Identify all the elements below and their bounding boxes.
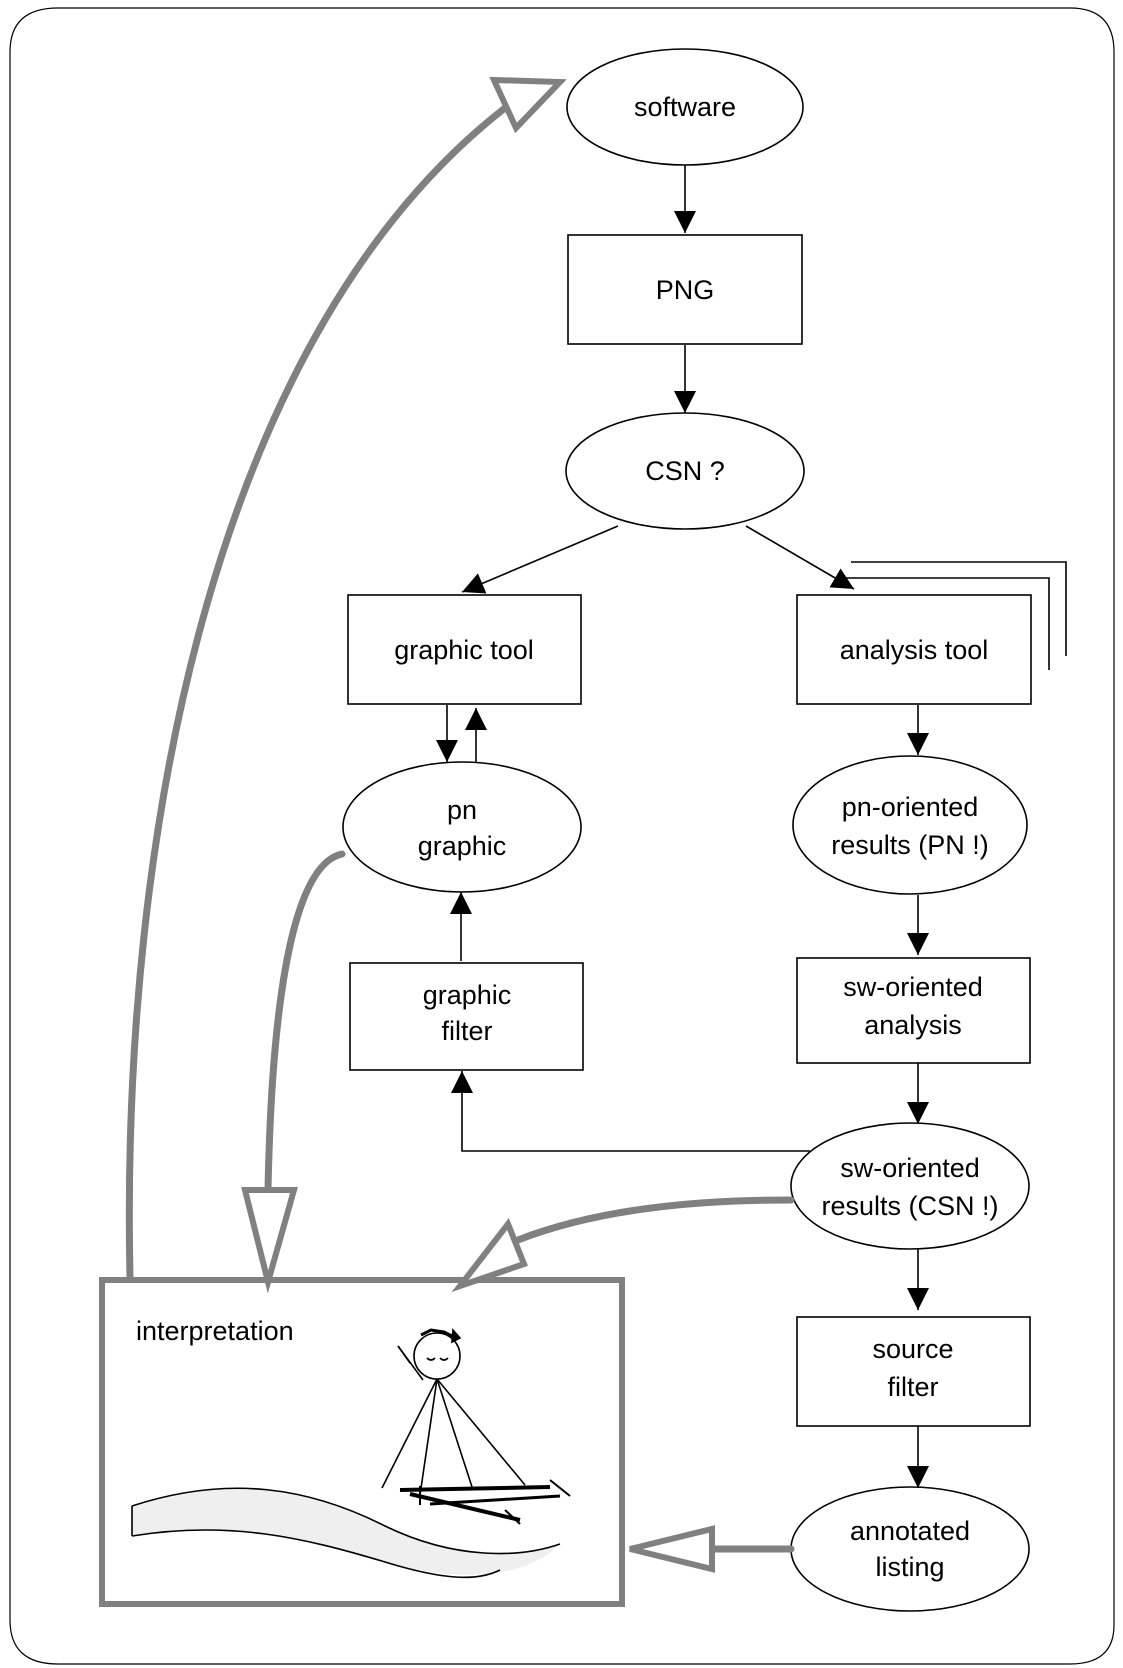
node-png-label: PNG bbox=[656, 275, 715, 305]
node-interpretation-label: interpretation bbox=[136, 1316, 294, 1346]
feedback-software-arrowhead bbox=[489, 76, 567, 134]
node-interpretation: interpretation bbox=[99, 1277, 625, 1607]
node-pn-graphic-line-1: pn bbox=[447, 795, 477, 825]
node-sw-oriented-results-line-1: sw-oriented bbox=[840, 1153, 980, 1183]
node-source-filter-line-2: filter bbox=[887, 1372, 938, 1402]
node-graphic-filter-line-1: graphic bbox=[423, 980, 512, 1010]
stick-figure-illustration bbox=[381, 1328, 571, 1525]
feedback-sw-results-to-interpretation bbox=[514, 1196, 795, 1244]
feedback-interpretation-to-software bbox=[125, 104, 509, 1282]
node-pn-oriented-results-line-1: pn-oriented bbox=[842, 792, 979, 822]
analysis-tool-stack-back bbox=[851, 561, 1067, 656]
arrow-csn-to-analysis-tool bbox=[745, 525, 855, 590]
feedback-listing-arrowhead bbox=[629, 1525, 715, 1573]
node-software-label: software bbox=[634, 92, 736, 122]
node-sw-oriented-results: sw-oriented results (CSN !) bbox=[790, 1122, 1030, 1250]
node-annotated-listing: annotated listing bbox=[790, 1486, 1030, 1612]
connectors bbox=[436, 164, 929, 1488]
node-source-filter-line-1: source bbox=[872, 1334, 953, 1364]
node-csn-question-label: CSN ? bbox=[645, 456, 725, 486]
feedback-arrows bbox=[125, 76, 795, 1573]
feedback-pn-graphic-to-interpretation bbox=[264, 850, 346, 1194]
node-annotated-listing-line-1: annotated bbox=[850, 1516, 970, 1546]
node-pn-graphic-line-2: graphic bbox=[418, 831, 507, 861]
node-sw-oriented-analysis-line-2: analysis bbox=[864, 1010, 962, 1040]
node-csn-question: CSN ? bbox=[565, 412, 805, 530]
node-analysis-tool: analysis tool bbox=[796, 561, 1067, 705]
node-annotated-listing-line-2: listing bbox=[875, 1552, 944, 1582]
node-png: PNG bbox=[567, 234, 803, 345]
arrow-csn-to-graphic-tool bbox=[461, 525, 619, 594]
analysis-tool-stack-middle bbox=[838, 577, 1050, 670]
node-sw-oriented-analysis: sw-oriented analysis bbox=[796, 957, 1031, 1064]
feedback-sw-results-arrowhead bbox=[451, 1218, 528, 1293]
node-source-filter: source filter bbox=[796, 1316, 1031, 1427]
node-pn-oriented-results: pn-oriented results (PN !) bbox=[792, 755, 1028, 895]
node-graphic-tool: graphic tool bbox=[347, 594, 582, 705]
node-sw-oriented-results-line-2: results (CSN !) bbox=[821, 1191, 998, 1221]
node-software: software bbox=[566, 48, 804, 166]
node-sw-oriented-analysis-line-1: sw-oriented bbox=[843, 972, 983, 1002]
scroll-illustration bbox=[131, 1487, 561, 1579]
node-graphic-filter: graphic filter bbox=[349, 962, 584, 1071]
page-frame bbox=[9, 7, 1115, 1665]
feedback-pn-graphic-arrowhead bbox=[241, 1187, 298, 1294]
arrow-sw-results-to-graphic-filter bbox=[451, 1071, 810, 1152]
node-graphic-filter-line-2: filter bbox=[441, 1016, 492, 1046]
node-pn-graphic: pn graphic bbox=[342, 761, 582, 893]
node-analysis-tool-label: analysis tool bbox=[840, 635, 989, 665]
node-graphic-tool-label: graphic tool bbox=[394, 635, 534, 665]
node-pn-oriented-results-line-2: results (PN !) bbox=[831, 830, 989, 860]
